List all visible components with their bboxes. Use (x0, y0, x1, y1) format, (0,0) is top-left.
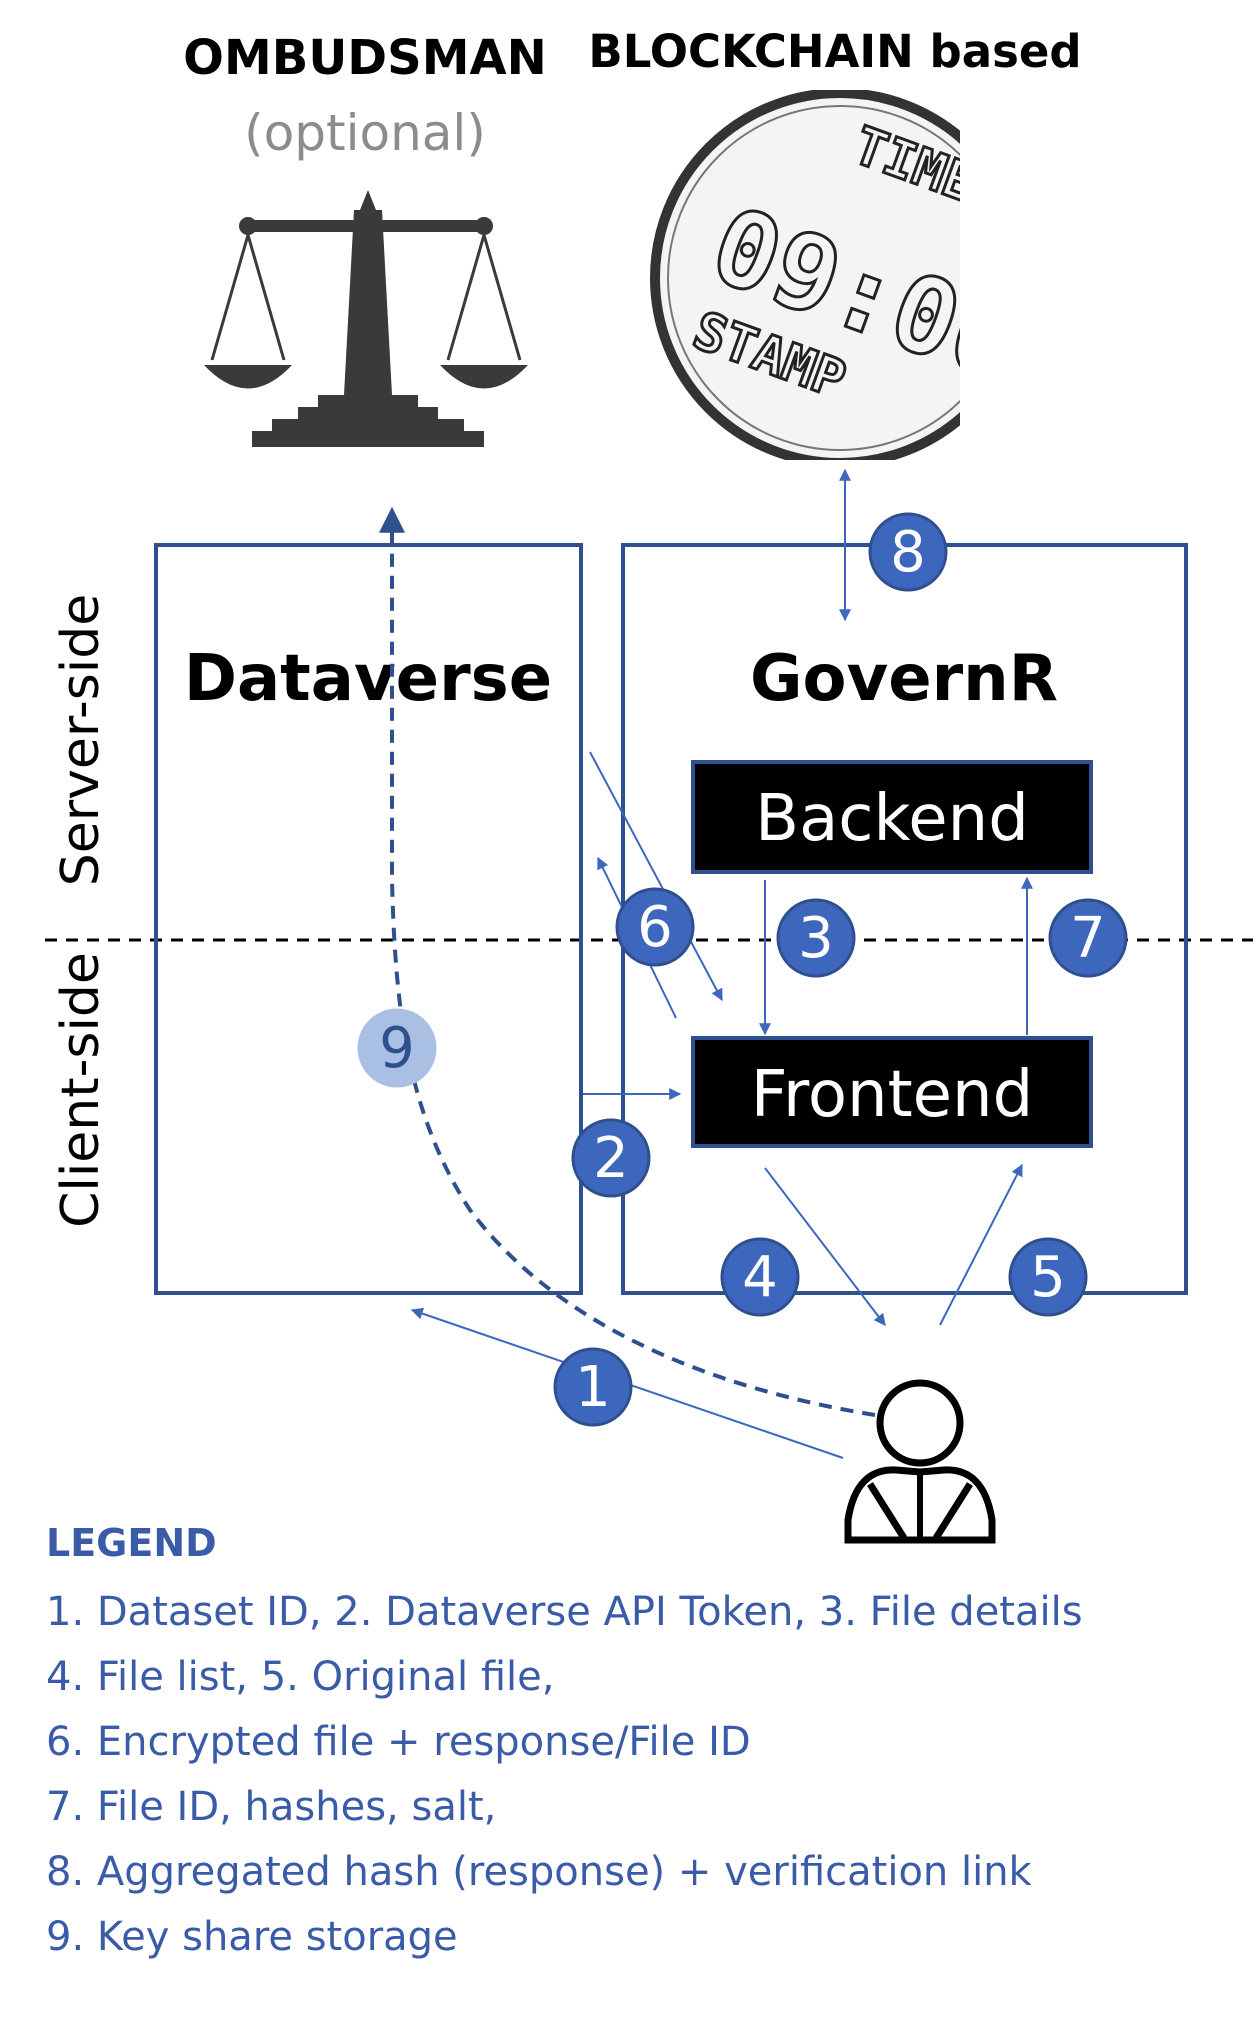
badge-3: 3 (776, 898, 856, 978)
arrow-9-dashed (379, 506, 876, 1417)
badge-7: 7 (1048, 898, 1128, 978)
badge-6: 6 (615, 887, 695, 967)
legend-item: 7. File ID, hashes, salt, (46, 1784, 497, 1830)
badge-7-text: 7 (1070, 906, 1106, 971)
badge-8: 8 (868, 512, 948, 592)
frontend-box (691, 1036, 1093, 1148)
badge-9-text: 9 (379, 1016, 415, 1081)
badge-2: 2 (571, 1118, 651, 1198)
badge-4: 4 (720, 1237, 800, 1317)
governr-title: GovernR (750, 642, 1058, 716)
legend-title: LEGEND (46, 1521, 217, 1565)
badge-3-text: 3 (798, 906, 834, 971)
arrow-6-in (589, 751, 723, 1002)
badge-5-text: 5 (1030, 1245, 1066, 1310)
backend-label: Backend (755, 782, 1029, 856)
dataverse-box (154, 543, 583, 1295)
badge-4-text: 4 (742, 1245, 778, 1310)
legend: LEGEND 1. Dataset ID, 2. Dataverse API T… (46, 1520, 1226, 1970)
client-side-label: Client-side (51, 952, 111, 1228)
legend-item: 1. Dataset ID, 2. Dataverse API Token, 3… (46, 1589, 1083, 1635)
legend-item: 4. File list, 5. Original file, (46, 1654, 555, 1700)
legend-item: 6. Encrypted file + response/File ID (46, 1719, 751, 1765)
dataverse-title: Dataverse (184, 642, 552, 716)
arrow-5 (939, 1163, 1023, 1326)
arrow-4 (764, 1167, 886, 1326)
legend-item: 9. Key share storage (46, 1914, 458, 1960)
legend-item: 8. Aggregated hash (response) + verifica… (46, 1849, 1032, 1895)
ombudsman-subtitle: (optional) (244, 104, 486, 162)
arrows (410, 468, 1033, 1459)
badge-1: 1 (553, 1347, 633, 1427)
badge-1-text: 1 (575, 1355, 611, 1420)
scales-of-justice-icon (204, 190, 528, 447)
ombudsman-title: OMBUDSMAN (183, 30, 547, 86)
timestamp-stamp-icon: TIME 09:00 STAMP (650, 90, 960, 460)
server-side-label: Server-side (51, 594, 111, 887)
badge-9: 9 (357, 1008, 437, 1088)
user-icon (844, 1379, 996, 1544)
badge-6-text: 6 (637, 895, 673, 960)
badge-5: 5 (1008, 1237, 1088, 1317)
frontend-label: Frontend (751, 1058, 1033, 1132)
backend-box (691, 760, 1093, 874)
badge-8-text: 8 (890, 520, 926, 585)
badge-2-text: 2 (593, 1126, 629, 1191)
blockchain-title: BLOCKCHAIN based (588, 25, 1081, 78)
